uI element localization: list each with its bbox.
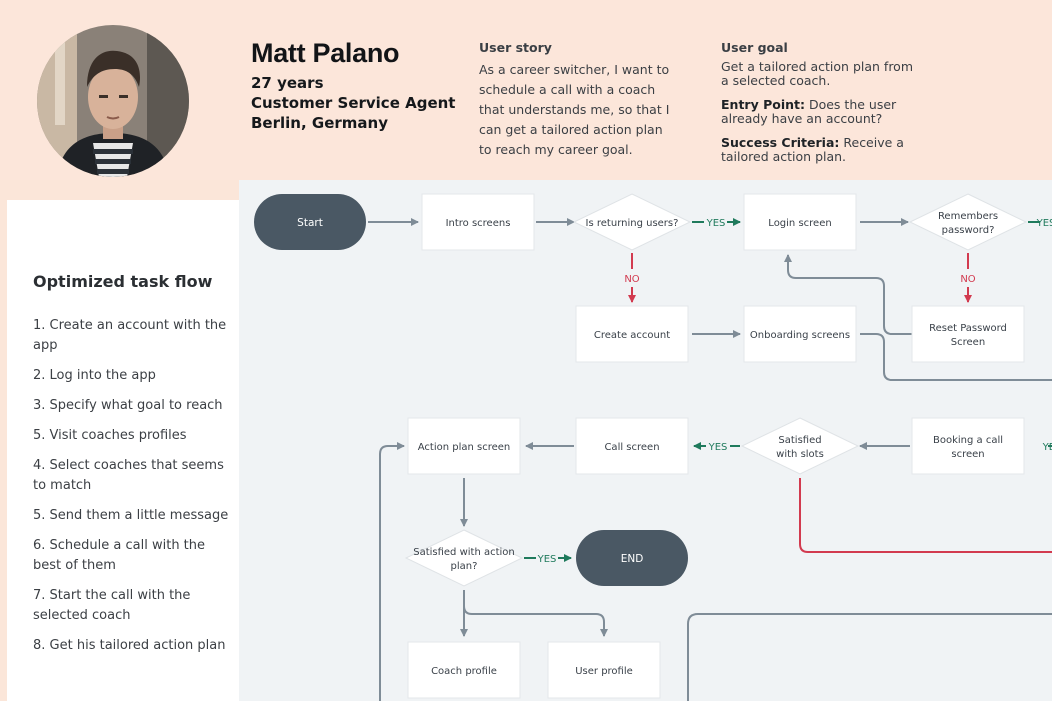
remembers-password-decision (908, 193, 1028, 251)
remembers-label: password? (942, 225, 995, 236)
task-step: 3. Specify what goal to reach (33, 398, 223, 413)
arrow-reset-login (784, 254, 912, 335)
intro-screens-label: Intro screens (446, 218, 511, 229)
reset-password-node (911, 305, 1025, 363)
persona-location: Berlin, Germany (251, 114, 388, 132)
task-flow-list: 1. Create an account with the app 2. Log… (33, 316, 235, 666)
task-flow-panel (7, 200, 239, 701)
create-account-label: Create account (594, 330, 670, 341)
no-label: NO (960, 274, 975, 285)
reset-label: Reset Password (929, 323, 1007, 334)
returning-user-decision (572, 193, 692, 251)
call-screen-label: Call screen (604, 442, 659, 453)
satisfied-plan-label: plan? (451, 561, 478, 572)
persona-age: 27 years (251, 74, 324, 92)
success-criteria: Success Criteria: Receive a tailored act… (721, 135, 904, 164)
task-step: 6. Schedule a call with the best of them (33, 538, 206, 573)
persona-job: Customer Service Agent (251, 94, 456, 112)
end-node (576, 530, 688, 586)
arrow-loop-actionplan (379, 442, 405, 701)
task-step: 2. Log into the app (33, 368, 156, 383)
no-line-slots (799, 478, 1052, 553)
user-profile-node (547, 641, 661, 699)
task-flow-title: Optimized task flow (33, 272, 213, 291)
task-step: 7. Start the call with the selected coac… (33, 588, 191, 623)
onboarding-screens-node (743, 305, 857, 363)
onboarding-label: Onboarding screens (750, 330, 850, 341)
user-goal-title: User goal (721, 40, 788, 55)
satisfied-slots-decision (740, 417, 860, 475)
task-step: 4. Select coaches that seems to match (33, 458, 224, 493)
booking-label: screen (951, 449, 984, 460)
task-step: 5. Visit coaches profiles (33, 428, 187, 443)
persona-name: Matt Palano (251, 38, 400, 68)
end-label: END (621, 553, 644, 565)
booking-call-node (911, 417, 1025, 475)
slots-label: with slots (776, 449, 824, 460)
avatar-photo (37, 25, 189, 177)
yes-label: YES (706, 218, 726, 229)
task-step: 8. Get his tailored action plan (33, 638, 226, 653)
entry-point: Entry Point: Does the user already have … (721, 97, 897, 126)
yes-label: YES (537, 554, 557, 565)
returning-label: Is returning users? (586, 218, 679, 229)
remembers-label: Remembers (938, 211, 998, 222)
action-plan-label: Action plan screen (418, 442, 511, 453)
flowchart-canvas: YES YES YES YES YES NO NO Start END (239, 180, 1052, 701)
action-plan-node (407, 417, 521, 475)
yes-label: YES (1036, 218, 1052, 229)
call-screen-node (575, 417, 689, 475)
coach-profile-node (407, 641, 521, 699)
start-label: Start (297, 217, 323, 229)
slots-label: Satisfied (778, 435, 821, 446)
satisfied-plan-decision (404, 529, 524, 587)
persona-avatar (37, 25, 189, 177)
no-label: NO (624, 274, 639, 285)
booking-label: Booking a call (933, 435, 1003, 446)
persona-header: Matt Palano 27 years Customer Service Ag… (0, 0, 1052, 180)
task-step: 5. Send them a little message (33, 508, 229, 523)
user-profile-label: User profile (575, 666, 633, 677)
reset-label: Screen (951, 337, 985, 348)
satisfied-plan-label: Satisfied with action (413, 547, 515, 558)
arrow-profile-loop (687, 613, 1052, 701)
flowchart: YES YES YES YES YES NO NO Start END (254, 193, 1052, 701)
yes-label: YES (1042, 442, 1052, 453)
yes-label: YES (708, 442, 728, 453)
login-label: Login screen (768, 218, 831, 229)
coach-profile-label: Coach profile (431, 666, 497, 677)
intro-screens-node (421, 193, 535, 251)
arrow-onboarding-right (860, 333, 1052, 381)
create-account-node (575, 305, 689, 363)
user-story-title: User story (479, 40, 552, 55)
start-node (254, 194, 366, 250)
arrow-satisfied-user (463, 605, 608, 637)
user-story-text: As a career switcher, I want to schedule… (479, 62, 670, 157)
task-step: 1. Create an account with the app (33, 318, 227, 353)
user-goal-text: Get a tailored action plan from a select… (721, 59, 914, 88)
login-screen-node (743, 193, 857, 251)
